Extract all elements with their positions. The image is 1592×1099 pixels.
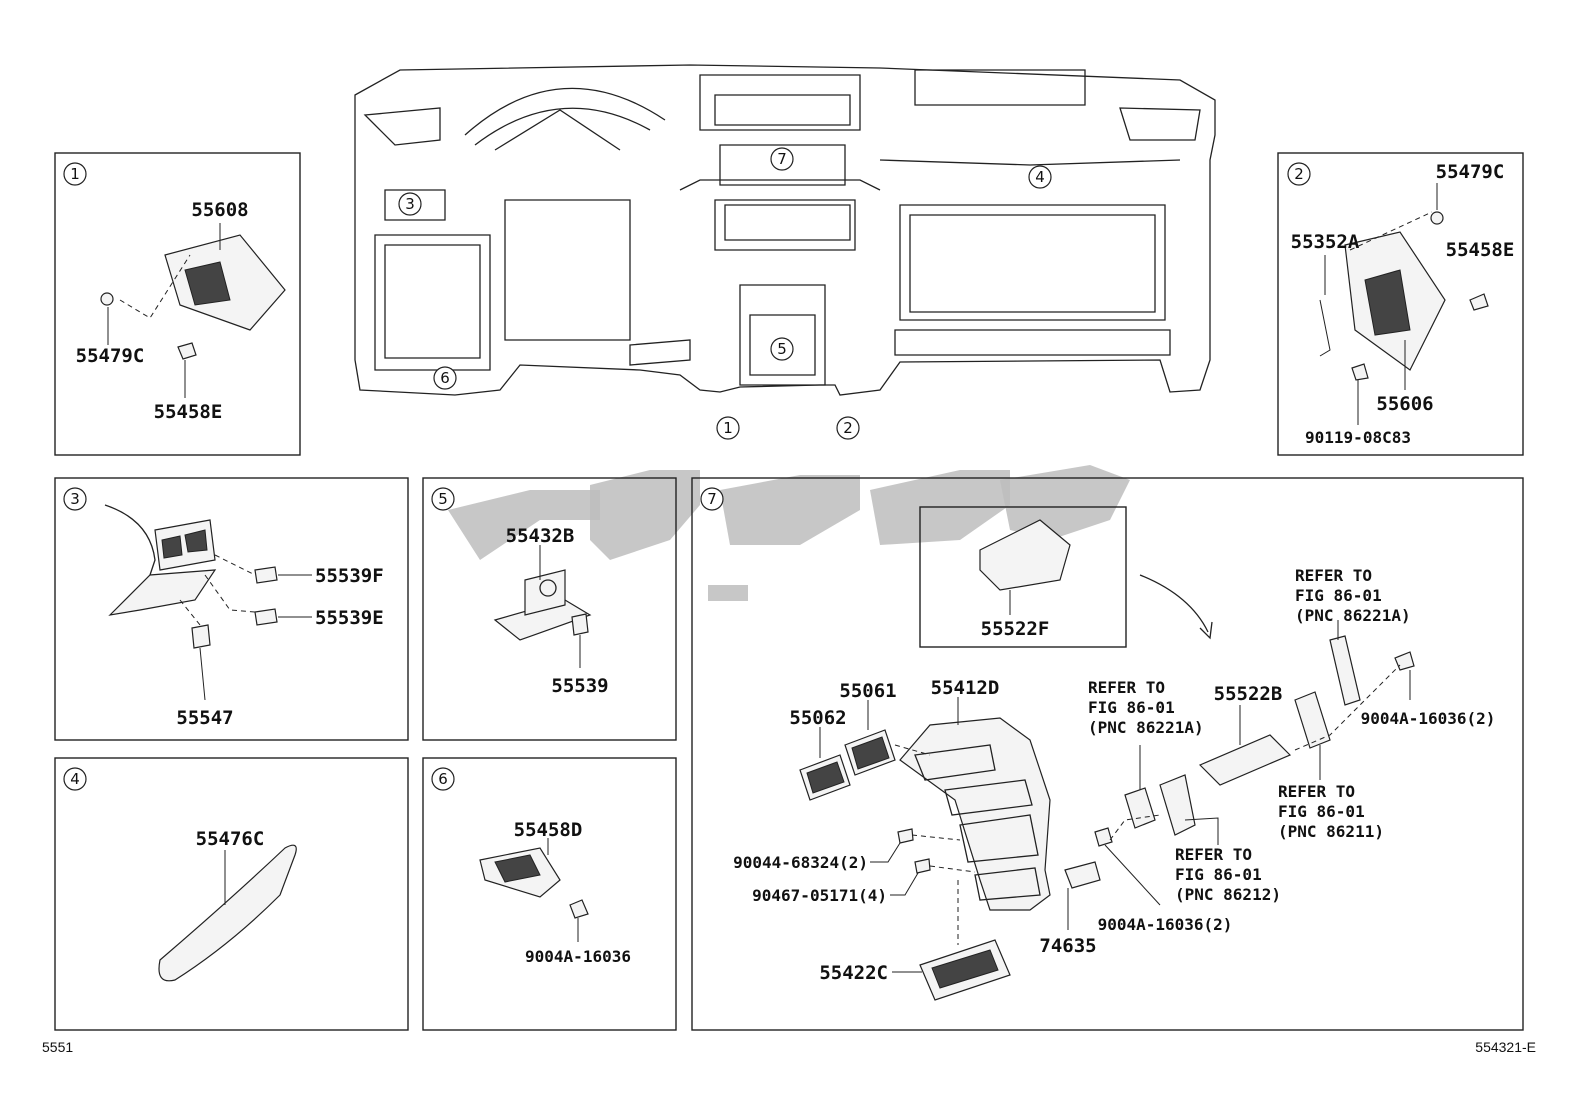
svg-text:REFER TO: REFER TO (1295, 566, 1372, 585)
svg-text:2: 2 (843, 419, 853, 437)
inset-55522f (919, 506, 1127, 648)
overview-callout-7: 7 (770, 147, 794, 171)
clip-90044 (897, 828, 914, 844)
svg-text:7: 7 (707, 490, 717, 508)
dashboard-overview (354, 64, 1216, 396)
svg-text:55458E: 55458E (1446, 239, 1515, 261)
svg-text:(PNC 86212): (PNC 86212) (1175, 885, 1281, 904)
svg-text:90467-05171(4): 90467-05171(4) (752, 886, 887, 905)
screw-9004a (569, 899, 589, 919)
overview-callout-3: 3 (398, 192, 422, 216)
svg-text:55479C: 55479C (1436, 161, 1505, 183)
svg-text:55539E: 55539E (315, 607, 384, 629)
panel-4: 4 55476C (54, 757, 409, 1031)
overview-callout-1: 1 (716, 416, 740, 440)
svg-text:55352A: 55352A (1291, 231, 1360, 253)
switch-55539 (571, 613, 589, 636)
svg-text:55547: 55547 (176, 707, 233, 729)
svg-text:55522F: 55522F (981, 618, 1050, 640)
svg-text:55422C: 55422C (819, 962, 888, 984)
svg-text:55539: 55539 (551, 675, 608, 697)
svg-text:1: 1 (723, 419, 733, 437)
svg-text:55432B: 55432B (506, 525, 575, 547)
switch-55539e (254, 608, 278, 626)
garnish-55476c (158, 844, 297, 982)
svg-text:FIG 86-01: FIG 86-01 (1088, 698, 1175, 717)
bracket-86211 (1294, 691, 1331, 749)
screw-9004a-right (1394, 651, 1415, 671)
svg-text:(PNC 86211): (PNC 86211) (1278, 822, 1384, 841)
svg-text:55061: 55061 (839, 680, 896, 702)
svg-text:3: 3 (70, 490, 80, 508)
box-55522b (1198, 734, 1292, 786)
svg-text:1: 1 (70, 165, 80, 183)
svg-text:55608: 55608 (191, 199, 248, 221)
svg-text:5: 5 (438, 490, 448, 508)
svg-text:55522B: 55522B (1214, 683, 1283, 705)
svg-text:7: 7 (777, 150, 787, 168)
panel-1: 1 55608 55479C 55458E (54, 152, 301, 456)
svg-text:3: 3 (405, 195, 415, 213)
svg-text:9004A-16036: 9004A-16036 (525, 947, 631, 966)
svg-text:55476C: 55476C (196, 828, 265, 850)
clip-55479c (1430, 211, 1444, 225)
panel-3: 3 55539F 55539E 55547 (54, 477, 409, 741)
svg-text:90119-08C83: 90119-08C83 (1305, 428, 1411, 447)
svg-text:55062: 55062 (789, 707, 846, 729)
screw-55458e (1469, 293, 1489, 311)
svg-text:5: 5 (777, 340, 787, 358)
svg-text:9004A-16036(2): 9004A-16036(2) (1361, 709, 1496, 728)
footer-right-code: 554321-E (1475, 1039, 1536, 1055)
screw-90119 (1351, 363, 1369, 381)
switch-86221a-right (1329, 635, 1361, 706)
svg-text:6: 6 (440, 369, 450, 387)
overview-callout-4: 4 (1028, 165, 1052, 189)
svg-text:REFER TO: REFER TO (1088, 678, 1165, 697)
svg-text:55539F: 55539F (315, 565, 384, 587)
overview-callout-2: 2 (836, 416, 860, 440)
panel-7: 7 55522F 55412D 55061 55062 900 (691, 477, 1524, 1031)
footer-left-code: 5551 (42, 1039, 73, 1055)
panel-6: 6 55458D 9004A-16036 (422, 757, 677, 1031)
clip-55479c (100, 292, 114, 306)
cover-55547 (191, 624, 211, 649)
panel-2: 2 55479C 55352A 55458E 55606 90119-08C83 (1277, 152, 1524, 456)
overview-callout-6: 6 (433, 366, 457, 390)
svg-text:FIG 86-01: FIG 86-01 (1175, 865, 1262, 884)
switch-55539f (254, 566, 278, 584)
screw-9004a-center (1094, 827, 1113, 847)
svg-text:(PNC 86221A): (PNC 86221A) (1088, 718, 1204, 737)
clip-90467 (914, 858, 931, 874)
overview-callout-5: 5 (770, 337, 794, 361)
svg-text:4: 4 (1035, 168, 1045, 186)
svg-text:REFER TO: REFER TO (1278, 782, 1355, 801)
svg-text:55458D: 55458D (514, 819, 583, 841)
svg-text:4: 4 (70, 770, 80, 788)
svg-text:6: 6 (438, 770, 448, 788)
svg-text:9004A-16036(2): 9004A-16036(2) (1098, 915, 1233, 934)
bracket-86212 (1159, 774, 1196, 836)
svg-text:2: 2 (1294, 165, 1304, 183)
svg-text:90044-68324(2): 90044-68324(2) (733, 853, 868, 872)
vent-74635 (1064, 861, 1101, 889)
screw-55458e (177, 342, 197, 360)
svg-text:FIG 86-01: FIG 86-01 (1278, 802, 1365, 821)
svg-text:74635: 74635 (1039, 935, 1096, 957)
svg-text:FIG 86-01: FIG 86-01 (1295, 586, 1382, 605)
svg-text:55458E: 55458E (154, 401, 223, 423)
center-cluster-55412d (899, 717, 1051, 911)
svg-text:(PNC 86221A): (PNC 86221A) (1295, 606, 1411, 625)
svg-text:REFER TO: REFER TO (1175, 845, 1252, 864)
svg-text:55606: 55606 (1376, 393, 1433, 415)
svg-text:55412D: 55412D (931, 677, 1000, 699)
panel-5: 5 55432B 55539 (422, 477, 677, 741)
switch-86221a-center (1124, 787, 1156, 829)
svg-text:55479C: 55479C (76, 345, 145, 367)
